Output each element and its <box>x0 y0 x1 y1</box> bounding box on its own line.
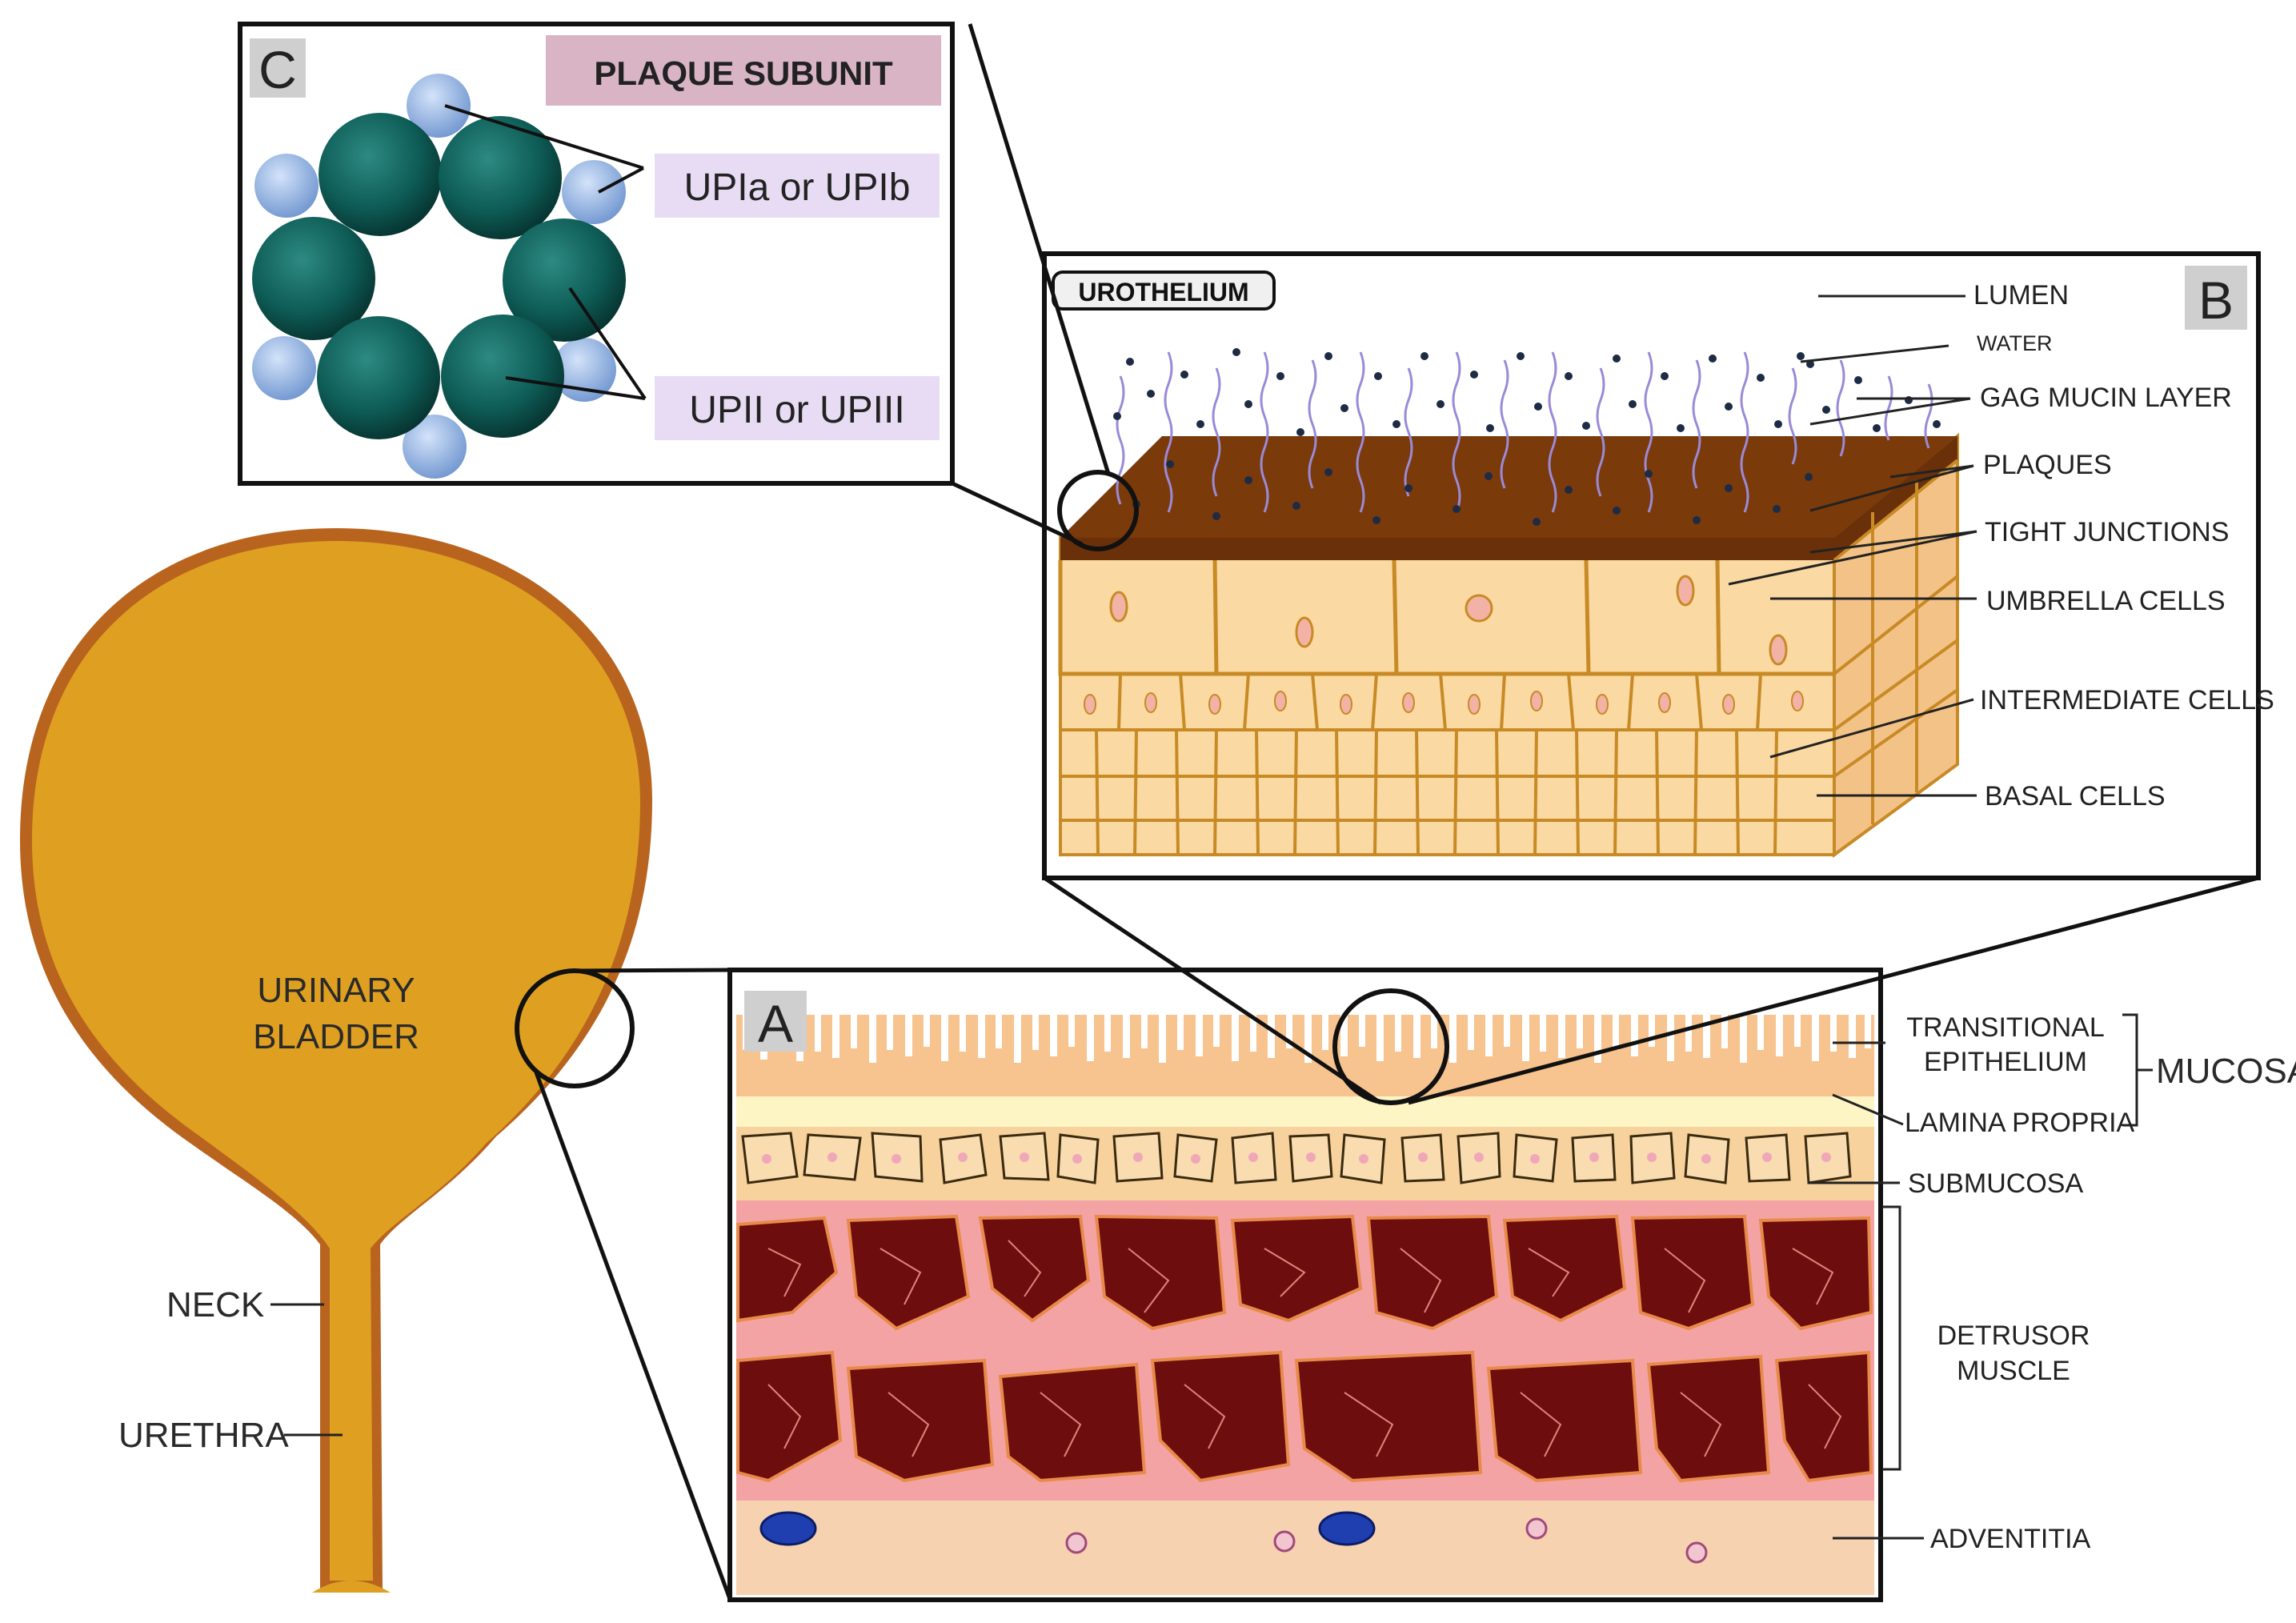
panel-b-title: UROTHELIUM <box>1078 278 1248 307</box>
plaque-magnifier <box>1057 470 1139 551</box>
zoom-line-b-left <box>1043 876 1382 1105</box>
intermediate-nuclei <box>1084 691 1804 715</box>
basal-cells-label: BASAL CELLS <box>1985 781 2166 812</box>
urothelium-front-face <box>1059 536 1836 856</box>
upia-upib-leader-2 <box>598 166 644 194</box>
panel-b: UROTHELIUM B <box>1042 251 2261 880</box>
intermediate-cells-leader <box>1769 698 1974 759</box>
panel-a-letter: A <box>758 994 793 1053</box>
panel-b-letter-box <box>2185 266 2247 330</box>
tight-junctions-leader-1 <box>1809 530 1977 554</box>
adventitia-band <box>736 1501 1874 1595</box>
plaques-leader-1 <box>1889 464 1974 479</box>
water-leader <box>1800 344 1949 363</box>
tight-junctions-leader-2 <box>1728 530 1977 586</box>
transitional-epithelium-label-line1: TRANSITIONAL <box>1906 1012 2104 1043</box>
intermediate-cells <box>1060 673 1834 731</box>
panel-c-title: PLAQUE SUBUNIT <box>594 54 893 92</box>
detrusor-bundles <box>736 1214 1873 1483</box>
panel-b-letter: B <box>2198 270 2234 330</box>
upia-upib-label-box <box>655 154 940 218</box>
urethra-tip <box>312 1581 391 1593</box>
upii-upiii-leader-2 <box>505 376 646 400</box>
upii-upiii-label-box <box>655 376 940 440</box>
panel-c: C PLAQUE SUBUNIT UPIa or UPIb UPII or UP… <box>238 22 955 486</box>
panel-c-letter-box <box>250 38 306 98</box>
submucosa-label: SUBMUCOSA <box>1908 1168 2083 1199</box>
umbrella-nuclei <box>1109 575 1788 666</box>
zoom-line-b-right <box>1408 876 2259 1105</box>
gag-mucin-leader-2 <box>1809 397 1971 426</box>
water-label: WATER <box>1977 331 2053 355</box>
upii-upiii-subunits <box>252 113 626 439</box>
bladder-title-line1: URINARY <box>257 971 415 1010</box>
mucosa-bracket <box>2122 1013 2153 1127</box>
panel-c-letter: C <box>258 40 297 99</box>
bladder-title-line2: BLADDER <box>253 1017 419 1056</box>
urethra-label: URETHRA <box>118 1416 289 1455</box>
lamina-propria-label: LAMINA PROPRIA <box>1905 1108 2135 1138</box>
umbrella-cells-label: UMBRELLA CELLS <box>1986 586 2226 616</box>
water-molecules <box>1113 348 1941 526</box>
epithelium-magnifier <box>1332 988 1449 1105</box>
plaque-front-band <box>1060 436 1957 560</box>
adventitia-vessels <box>759 1511 1376 1546</box>
basal-cells <box>1060 459 1959 856</box>
upia-upib-label: UPIa or UPIb <box>684 166 911 209</box>
adventitia-label: ADVENTITIA <box>1930 1524 2091 1554</box>
mucosa-label: MUCOSA <box>2156 1052 2296 1091</box>
plaques-label: PLAQUES <box>1983 450 2112 480</box>
tight-junctions-label: TIGHT JUNCTIONS <box>1985 517 2229 547</box>
lumen-label: LUMEN <box>1973 280 2069 311</box>
lamina-propria-leader <box>1832 1093 1904 1126</box>
transitional-epithelium-label-line2: EPITHELIUM <box>1924 1047 2087 1077</box>
detrusor-label-line1: DETRUSOR <box>1937 1320 2090 1351</box>
lamina-propria-band <box>736 1096 1874 1127</box>
zoom-line-a-bottom <box>534 1072 732 1600</box>
bladder-body <box>32 541 640 1581</box>
adventitia-cells <box>1065 1517 1708 1564</box>
upii-upiii-leader-1 <box>568 287 647 400</box>
zoom-line-c-top <box>968 23 1111 475</box>
panel-c-title-box <box>546 35 941 106</box>
intermediate-cells-label: INTERMEDIATE CELLS <box>1980 685 2274 715</box>
zoom-line-c-bottom <box>951 481 1084 547</box>
gag-mucin-strands <box>1116 351 1933 513</box>
upia-upib-leader-1 <box>444 104 644 170</box>
panel-a: A <box>727 968 1883 1602</box>
upii-upiii-label: UPII or UPIII <box>689 389 904 431</box>
neck-label: NECK <box>166 1285 264 1324</box>
plaques-leader-2 <box>1809 464 1974 512</box>
detrusor-bracket <box>1882 1205 1901 1471</box>
bladder-drawing <box>20 528 652 1593</box>
zoom-line-a-top <box>574 968 733 973</box>
gag-mucin-label: GAG MUCIN LAYER <box>1980 383 2232 413</box>
panel-a-letter-box <box>744 991 807 1052</box>
umbrella-cells <box>1058 559 1834 676</box>
plaque-top-face <box>1060 436 1957 538</box>
detrusor-fibers <box>767 1240 1842 1457</box>
detrusor-label-line2: MUSCLE <box>1957 1356 2070 1386</box>
submucosa-nuclei <box>762 1152 1831 1164</box>
epithelium-fingers <box>743 1015 1871 1063</box>
